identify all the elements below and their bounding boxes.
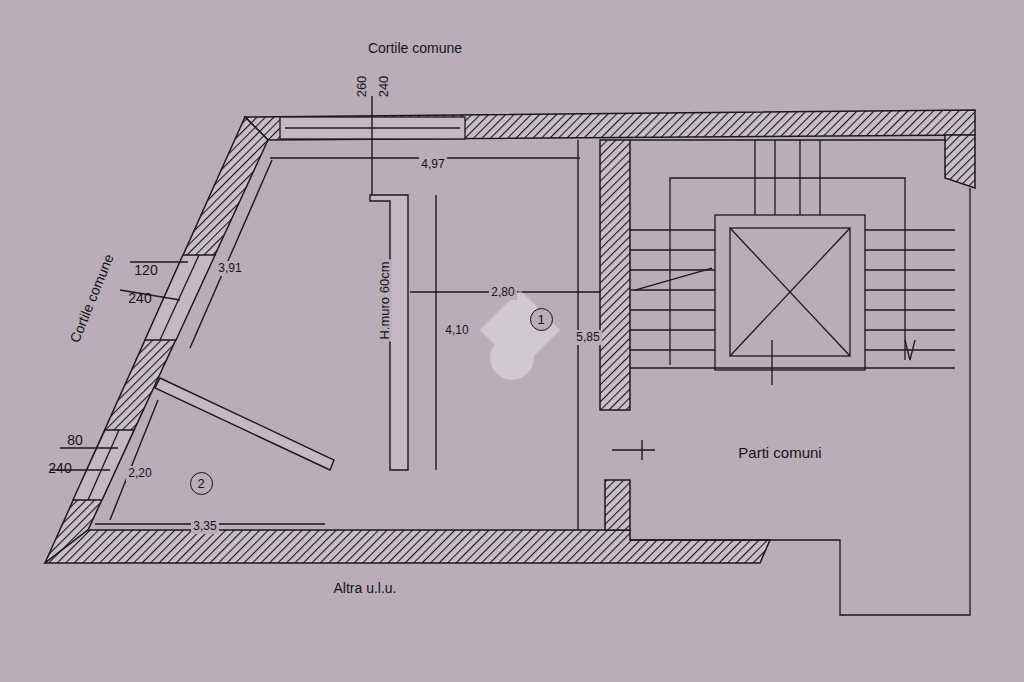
dimension: 240 bbox=[376, 73, 391, 99]
dimension: 5,85 bbox=[574, 330, 601, 345]
dimension: 260 bbox=[354, 73, 369, 99]
area-label: Cortile comune bbox=[67, 250, 118, 347]
room-number: 2 bbox=[197, 477, 204, 490]
dimension: 120 bbox=[132, 263, 159, 278]
room-number-circle: 1 bbox=[530, 308, 553, 331]
dimension: 3,91 bbox=[216, 261, 243, 276]
dimension: 80 bbox=[65, 433, 85, 448]
dimension: 3,35 bbox=[191, 519, 218, 534]
area-label: Cortile comune bbox=[366, 41, 464, 56]
room-number: 1 bbox=[537, 313, 544, 326]
dimension: 4,10 bbox=[443, 323, 470, 338]
area-label: H.muro 60cm bbox=[377, 259, 392, 341]
area-label: Altra u.l.u. bbox=[331, 581, 398, 596]
dimension: 240 bbox=[46, 461, 73, 476]
room-number-circle: 2 bbox=[190, 472, 213, 495]
dimension: 240 bbox=[126, 291, 153, 306]
area-label: Parti comuni bbox=[736, 445, 823, 460]
dimension: 2,80 bbox=[489, 285, 516, 300]
dimension: 4,97 bbox=[419, 157, 446, 172]
dimension: 2,20 bbox=[126, 466, 153, 481]
